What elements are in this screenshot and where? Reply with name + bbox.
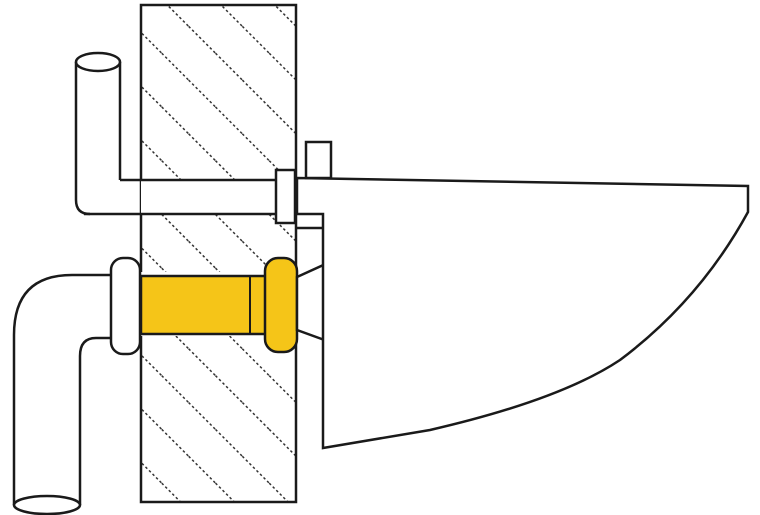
supply-channel [84,178,296,216]
wall-section [139,3,298,504]
supply-pipe [74,51,122,216]
drain-pipe [12,273,112,515]
drain-collar [109,256,142,356]
mounting-bracket [274,168,297,225]
sink-basin [295,176,750,450]
tap-stub [304,140,333,180]
wall-connector-sleeve [139,256,299,354]
